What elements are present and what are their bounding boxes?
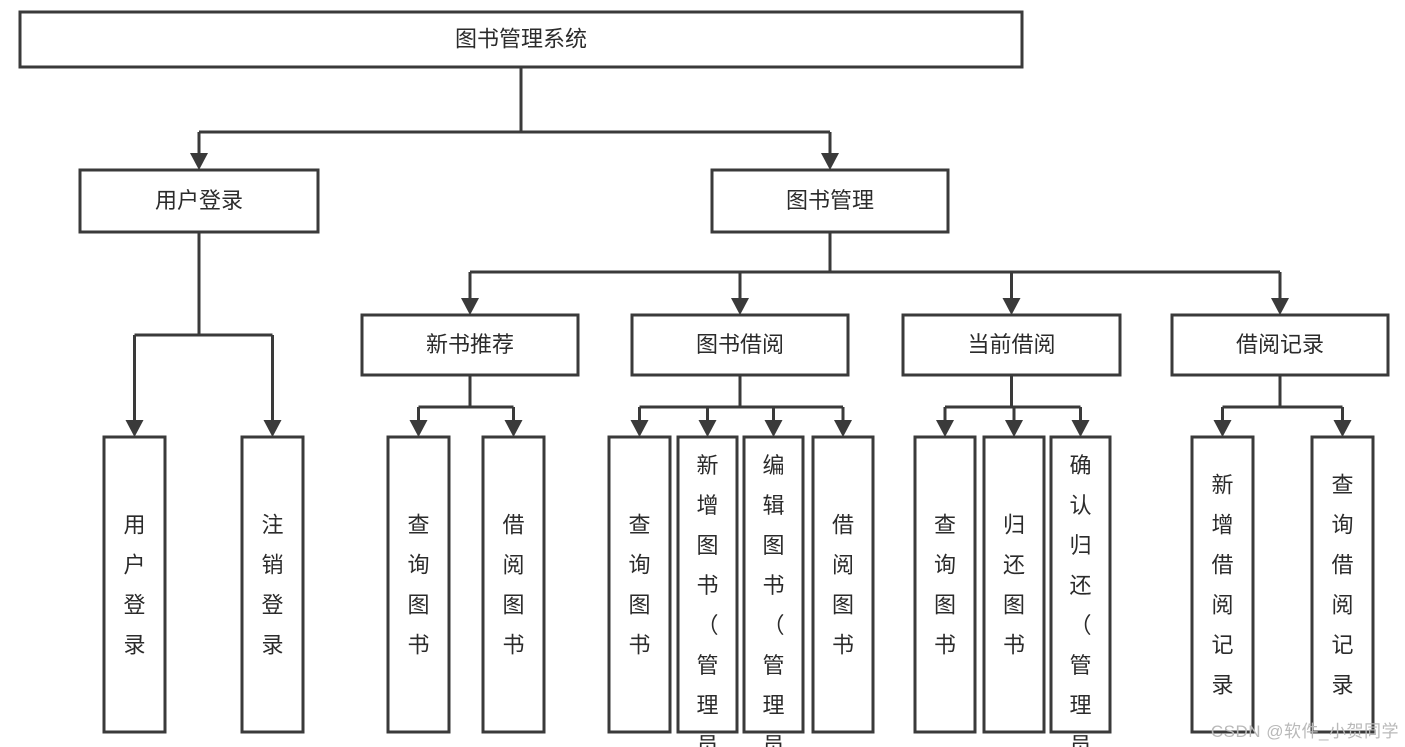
arrow-head-icon bbox=[1213, 420, 1232, 437]
node-label: 图书管理系统 bbox=[455, 26, 587, 51]
node-leaf-add-borrow-record[interactable]: 新增借阅记录 bbox=[1190, 435, 1255, 734]
node-box bbox=[481, 435, 546, 734]
node-box bbox=[913, 435, 977, 734]
node-box bbox=[1170, 313, 1390, 377]
node-leaf-confirm-return-admin[interactable]: 确认归还（管理员） bbox=[1049, 435, 1112, 747]
node-label: 新增图书（管理员） bbox=[696, 453, 718, 747]
node-leaf-borrow-book-recommend[interactable]: 借阅图书 bbox=[481, 435, 546, 734]
node-box bbox=[360, 313, 580, 377]
node-label: 用户登录 bbox=[155, 188, 243, 213]
node-leaf-query-borrow-record[interactable]: 查询借阅记录 bbox=[1310, 435, 1375, 734]
node-leaf-borrow-book-borrow[interactable]: 借阅图书 bbox=[811, 435, 875, 734]
node-box bbox=[901, 313, 1122, 377]
arrow-head-icon bbox=[461, 298, 479, 315]
node-label: 新增借阅记录 bbox=[1211, 473, 1233, 698]
connector-layer bbox=[125, 67, 1352, 437]
node-new-book-recommend[interactable]: 新书推荐 bbox=[360, 313, 580, 377]
node-box bbox=[710, 168, 950, 234]
node-box bbox=[1049, 435, 1112, 734]
node-leaf-user-login[interactable]: 用户登录 bbox=[102, 435, 167, 734]
arrow-head-icon bbox=[731, 298, 749, 315]
node-leaf-return-book[interactable]: 归还图书 bbox=[982, 435, 1046, 734]
arrow-head-icon bbox=[125, 420, 144, 437]
arrow-head-icon bbox=[834, 420, 852, 437]
node-box bbox=[676, 435, 739, 734]
node-box bbox=[1190, 435, 1255, 734]
arrow-head-icon bbox=[1271, 298, 1289, 315]
arrow-head-icon bbox=[504, 420, 523, 437]
arrow-head-icon bbox=[1002, 298, 1021, 315]
node-label: 编辑图书（管理员） bbox=[762, 453, 784, 747]
node-book-management[interactable]: 图书管理 bbox=[710, 168, 950, 234]
arrow-head-icon bbox=[821, 153, 839, 170]
arrow-head-icon bbox=[1005, 420, 1023, 437]
node-label: 新书推荐 bbox=[426, 332, 514, 357]
node-box bbox=[811, 435, 875, 734]
node-layer: 图书管理系统用户登录图书管理新书推荐图书借阅当前借阅借阅记录用户登录注销登录查询… bbox=[18, 10, 1390, 747]
node-leaf-user-logout[interactable]: 注销登录 bbox=[240, 435, 305, 734]
node-label: 查询图书 bbox=[934, 513, 956, 658]
node-label: 查询图书 bbox=[628, 513, 650, 658]
arrow-head-icon bbox=[764, 420, 783, 437]
watermark-text: CSDN @软件_小贺同学 bbox=[1210, 722, 1399, 741]
node-label: 查询借阅记录 bbox=[1331, 473, 1353, 698]
node-leaf-add-book-admin[interactable]: 新增图书（管理员） bbox=[676, 435, 739, 747]
node-label: 当前借阅 bbox=[967, 332, 1055, 357]
node-box bbox=[1310, 435, 1375, 734]
node-label: 借阅图书 bbox=[502, 513, 524, 658]
node-label: 图书管理 bbox=[786, 188, 874, 213]
node-box bbox=[742, 435, 805, 734]
arrow-head-icon bbox=[1333, 420, 1352, 437]
node-leaf-query-book-current[interactable]: 查询图书 bbox=[913, 435, 977, 734]
node-box bbox=[18, 10, 1024, 69]
arrow-head-icon bbox=[263, 420, 282, 437]
node-label: 借阅图书 bbox=[832, 513, 854, 658]
arrow-head-icon bbox=[698, 420, 717, 437]
node-label: 借阅记录 bbox=[1236, 332, 1324, 357]
node-leaf-query-book-borrow[interactable]: 查询图书 bbox=[607, 435, 672, 734]
node-label: 归还图书 bbox=[1003, 513, 1025, 658]
node-label: 注销登录 bbox=[261, 513, 283, 658]
arrow-head-icon bbox=[630, 420, 649, 437]
node-root[interactable]: 图书管理系统 bbox=[18, 10, 1024, 69]
node-leaf-edit-book-admin[interactable]: 编辑图书（管理员） bbox=[742, 435, 805, 747]
arrow-head-icon bbox=[1071, 420, 1090, 437]
node-current-borrow[interactable]: 当前借阅 bbox=[901, 313, 1122, 377]
node-label: 图书借阅 bbox=[696, 332, 784, 357]
node-box bbox=[240, 435, 305, 734]
node-box bbox=[386, 435, 451, 734]
node-book-borrow[interactable]: 图书借阅 bbox=[630, 313, 850, 377]
node-label: 查询图书 bbox=[407, 513, 429, 658]
arrow-head-icon bbox=[190, 153, 208, 170]
node-label: 用户登录 bbox=[123, 513, 145, 658]
node-leaf-query-book-recommend[interactable]: 查询图书 bbox=[386, 435, 451, 734]
node-box bbox=[982, 435, 1046, 734]
arrow-head-icon bbox=[936, 420, 954, 437]
node-box bbox=[630, 313, 850, 377]
node-user-login[interactable]: 用户登录 bbox=[78, 168, 320, 234]
node-box bbox=[78, 168, 320, 234]
node-box bbox=[607, 435, 672, 734]
node-box bbox=[102, 435, 167, 734]
arrow-head-icon bbox=[409, 420, 428, 437]
node-label: 确认归还（管理员） bbox=[1069, 453, 1091, 747]
node-borrow-record[interactable]: 借阅记录 bbox=[1170, 313, 1390, 377]
